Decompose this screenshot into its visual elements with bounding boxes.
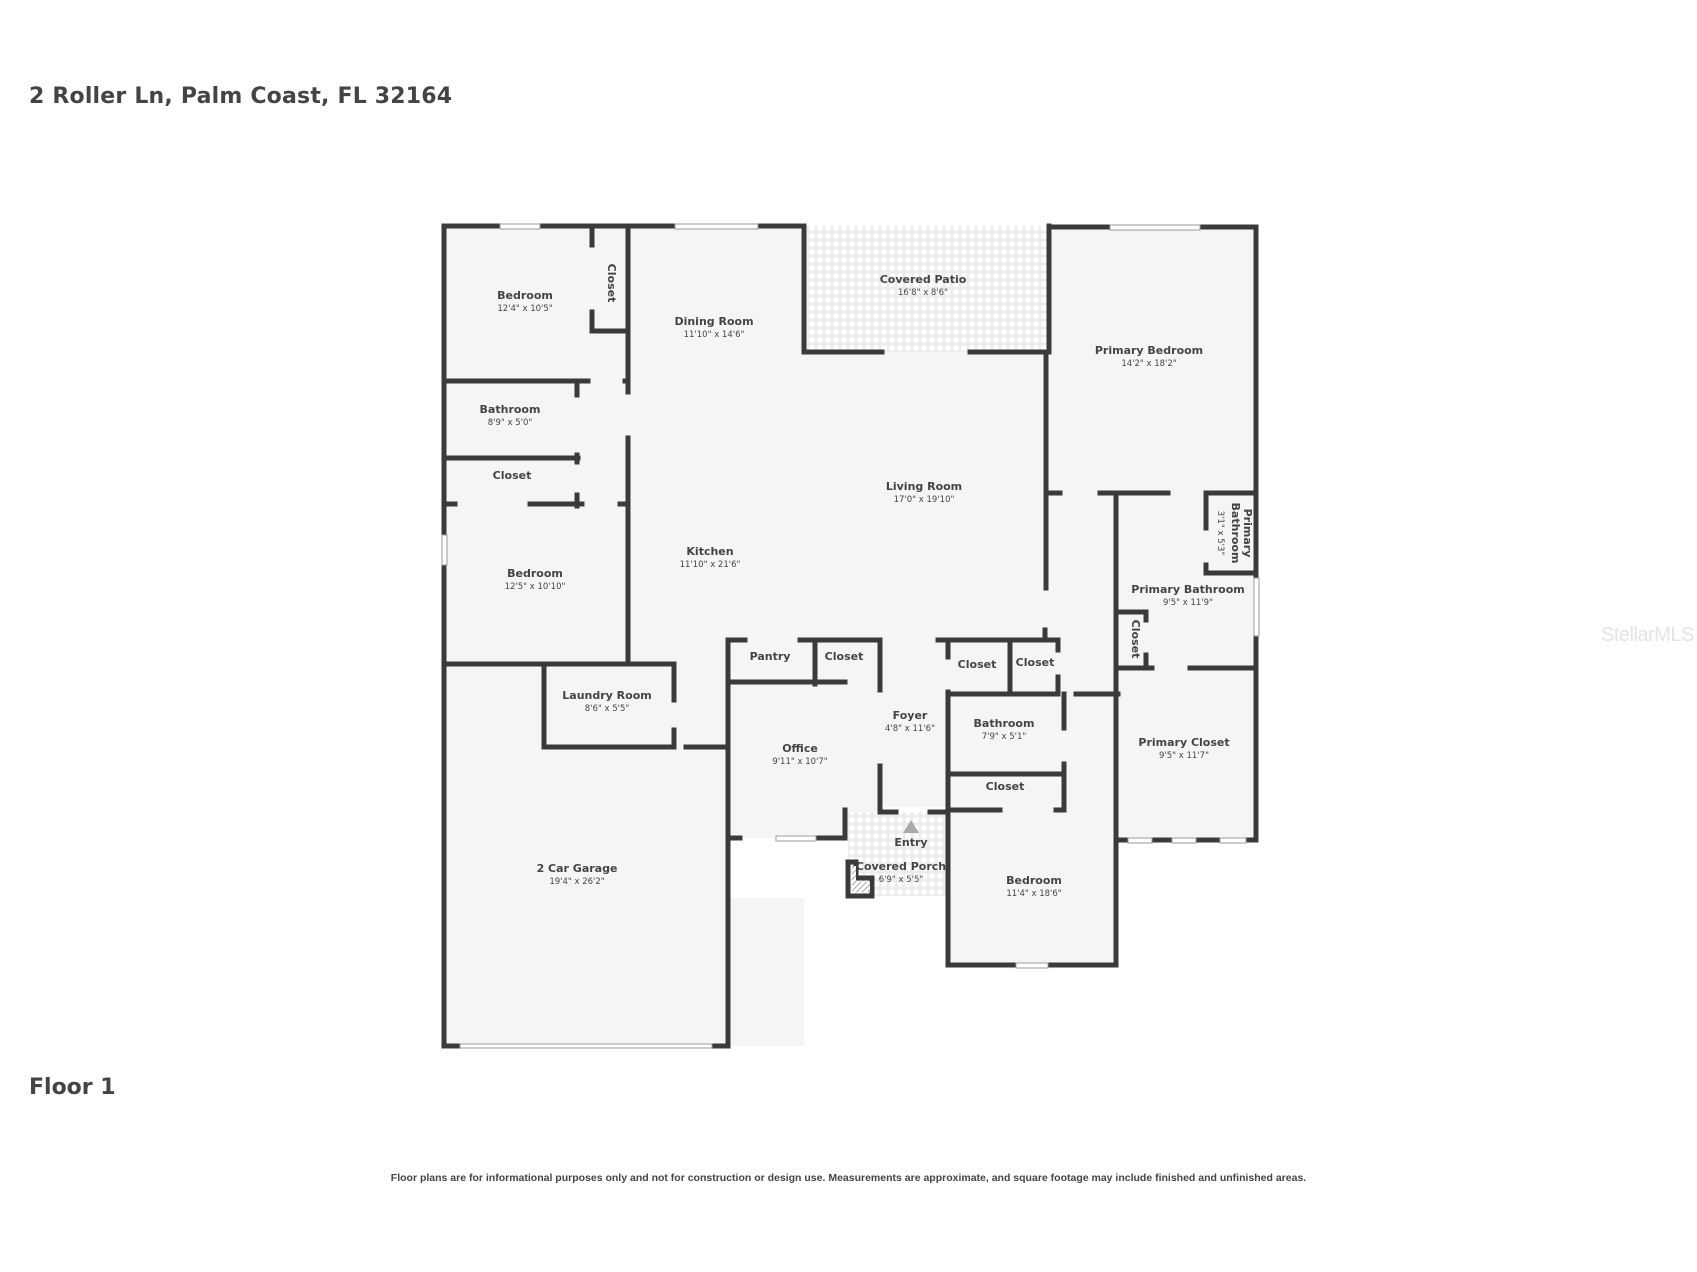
room-dimensions: 8'6" x 5'5" [585, 704, 630, 714]
room-dimensions: 17'0" x 19'10" [894, 495, 955, 505]
room-label-bedroom-nw: Bedroom 12'4" x 10'5" [497, 289, 553, 314]
room-label-laundry-room: Laundry Room 8'6" x 5'5" [562, 689, 651, 714]
room-label-garage: 2 Car Garage 19'4" x 26'2" [537, 862, 618, 887]
room-name: Closet [1016, 656, 1055, 669]
room-name: Foyer [893, 709, 928, 722]
room-dimensions: 8'9" x 5'0" [488, 418, 533, 428]
watermark: StellarMLS [1601, 624, 1694, 646]
room-name: Closet [825, 650, 864, 663]
room-name: Entry [894, 836, 927, 849]
room-dimensions: 11'10" x 21'6" [680, 560, 741, 570]
room-name: Closet [986, 780, 1025, 793]
room-name: 2 Car Garage [537, 862, 618, 875]
property-address: 2 Roller Ln, Palm Coast, FL 32164 [29, 84, 453, 109]
room-label-closet-w: Closet [493, 469, 532, 482]
room-dimensions: 16'8" x 8'6" [898, 288, 948, 298]
room-label-closet-pantry: Closet [825, 650, 864, 663]
windows [441, 223, 1260, 1049]
room-dimensions: 11'4" x 18'6" [1006, 889, 1061, 899]
hatched-column-icon [852, 866, 856, 892]
room-name: Bedroom [497, 289, 553, 302]
room-name: Bathroom [974, 717, 1035, 730]
room-label-bathroom-c: Bathroom 7'9" x 5'1" [974, 717, 1035, 742]
room-label-dining-room: Dining Room 11'10" x 14'6" [674, 315, 753, 340]
floor-fill [444, 226, 1256, 1046]
room-dimensions: 11'10" x 14'6" [684, 330, 745, 340]
room-label-bathroom-w: Bathroom 8'9" x 5'0" [480, 403, 541, 428]
room-label-primary-closet: Primary Closet 9'5" x 11'7" [1138, 736, 1229, 761]
room-name: Primary Bedroom [1095, 344, 1203, 357]
exterior-cutout [728, 838, 848, 898]
room-label-foyer: Foyer 4'8" x 11'6" [885, 709, 935, 734]
room-dimensions: 3'1" x 5'3" [1215, 511, 1225, 556]
room-name: Laundry Room [562, 689, 651, 702]
covered-patio-tile [804, 226, 1049, 352]
disclaimer: Floor plans are for informational purpos… [390, 1172, 1307, 1184]
room-label-kitchen: Kitchen 11'10" x 21'6" [680, 545, 741, 570]
room-name: Closet [605, 264, 618, 303]
room-label-covered-porch: Covered Porch 6'9" x 5'5" [856, 860, 946, 885]
room-name: Bathroom [480, 403, 541, 416]
room-label-closet-c3: Closet [986, 780, 1025, 793]
walls [441, 223, 1259, 1049]
room-dimensions: 12'5" x 10'10" [505, 582, 566, 592]
room-dimensions: 6'9" x 5'5" [879, 875, 924, 885]
floor-label: Floor 1 [29, 1075, 116, 1100]
room-name: Primary Closet [1138, 736, 1229, 749]
up-triangle-icon [903, 820, 919, 833]
room-label-entry: Entry [894, 836, 927, 849]
room-dimensions: 4'8" x 11'6" [885, 724, 935, 734]
room-dimensions: 9'5" x 11'9" [1163, 598, 1213, 608]
room-label-bedroom-w: Bedroom 12'5" x 10'10" [505, 567, 566, 592]
room-name: Dining Room [674, 315, 753, 328]
room-label-bedroom-s: Bedroom 11'4" x 18'6" [1006, 874, 1062, 899]
room-name: Office [782, 742, 818, 755]
room-name: Covered Patio [880, 273, 967, 286]
room-label-primary-bedroom: Primary Bedroom 14'2" x 18'2" [1095, 344, 1203, 369]
room-dimensions: 9'5" x 11'7" [1159, 751, 1209, 761]
room-dimensions: 14'2" x 18'2" [1121, 359, 1176, 369]
room-label-closet-pb: Closet [1129, 620, 1142, 659]
room-label-office: Office 9'11" x 10'7" [772, 742, 827, 767]
room-name: Pantry [750, 650, 791, 663]
room-label-pantry: Pantry [750, 650, 791, 663]
room-label-closet-c1: Closet [958, 658, 997, 671]
hatched-column-base [856, 882, 870, 892]
room-dimensions: 9'11" x 10'7" [772, 757, 827, 767]
room-label-primary-bathroom: Primary Bathroom 9'5" x 11'9" [1131, 583, 1244, 608]
room-name: Primary Bathroom [1131, 583, 1244, 596]
room-name: Closet [958, 658, 997, 671]
room-name: Closet [493, 469, 532, 482]
room-label-closet-c2: Closet [1016, 656, 1055, 669]
room-dimensions: 7'9" x 5'1" [982, 732, 1027, 742]
room-name: Covered Porch [856, 860, 946, 873]
room-label-closet-nw: Closet [605, 264, 618, 303]
room-label-living-room: Living Room 17'0" x 19'10" [886, 480, 962, 505]
room-name: Bedroom [1006, 874, 1062, 887]
room-name: Living Room [886, 480, 962, 493]
room-name: Primary [1241, 509, 1254, 558]
room-name: Bathroom [1229, 503, 1242, 564]
room-dimensions: 12'4" x 10'5" [497, 304, 552, 314]
room-dimensions: 19'4" x 26'2" [549, 877, 604, 887]
room-name: Closet [1129, 620, 1142, 659]
room-name: Kitchen [686, 545, 733, 558]
room-label-covered-patio: Covered Patio 16'8" x 8'6" [880, 273, 967, 298]
room-name: Bedroom [507, 567, 563, 580]
